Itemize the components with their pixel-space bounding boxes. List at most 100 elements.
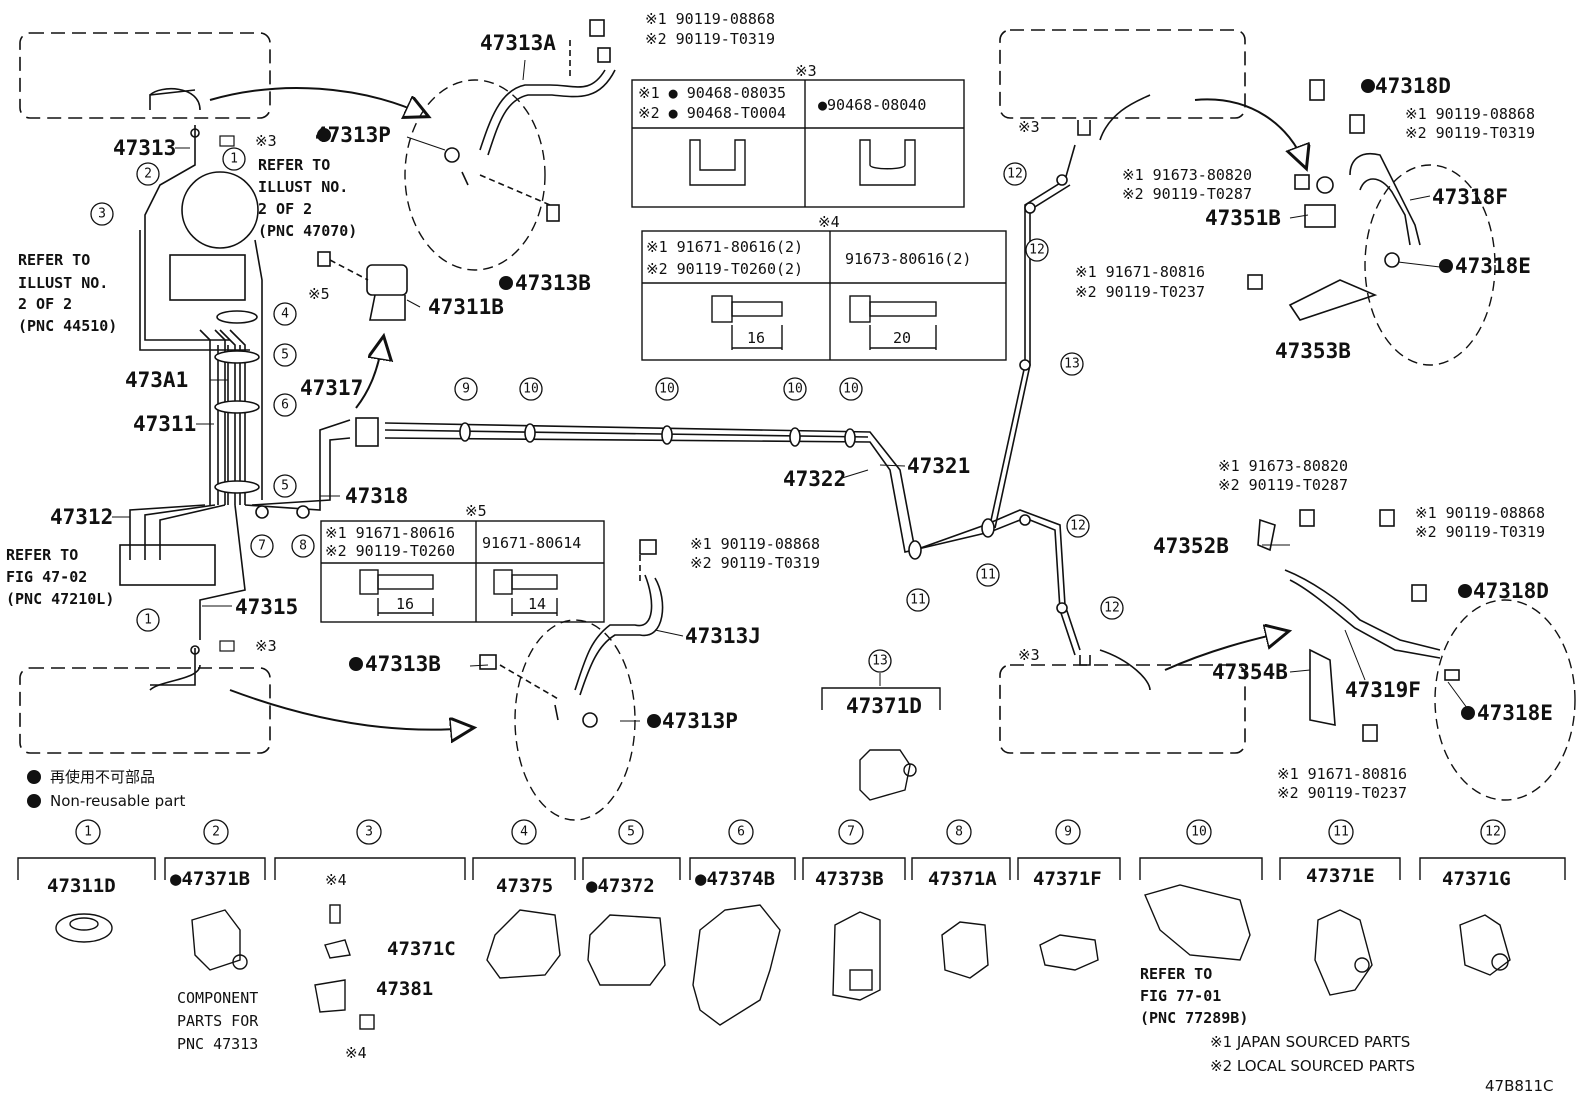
table4-dim-right: 20 [893,329,911,347]
pressure-unit [119,544,216,586]
component-part: ●47372 [586,875,655,897]
component-part: 47373B [815,868,884,890]
svg-text:1: 1 [144,613,152,628]
part-label: 47313B [365,652,441,676]
component-part: ●47374B [695,868,775,890]
abs-actuator [169,254,246,301]
bolt-note: ※1 90119-08868 [1415,504,1545,522]
part-label: 473A1 [125,368,188,392]
bolt-note: ※1 91673-80820 [1122,166,1252,184]
wheel-box-front-right [999,29,1246,119]
table4-left1: ※1 91671-80616(2) [646,238,803,256]
svg-text:1: 1 [230,152,238,167]
part-label: 47313J [685,624,761,648]
svg-text:REFER TO: REFER TO [258,156,330,174]
part-label: 47313P [662,709,738,733]
bolt-note: ※1 90119-08868 [645,10,775,28]
svg-text:4: 4 [281,307,289,322]
part-label: 47321 [907,454,970,478]
bolt-note: ※2 90119-T0287 [1122,185,1252,203]
table4-left2: ※2 90119-T0260(2) [646,260,803,278]
component-parts-note: COMPONENT PARTS FOR PNC 47313 [177,989,259,1053]
note4-mark: ※4 [345,1044,367,1062]
note5-mark: ※5 [308,285,330,303]
footnote-local: ※2 LOCAL SOURCED PARTS [1210,1057,1415,1075]
svg-text:PARTS FOR: PARTS FOR [177,1012,259,1030]
svg-text:12: 12 [1007,167,1023,182]
part-label: 47317 [300,376,363,400]
table3-mark: ※3 [795,62,817,80]
diagram-code: 47B811C [1485,1077,1553,1095]
refer-fig-47-02: REFER TO FIG 47-02 (PNC 47210L) [6,546,114,608]
part-label: 47352B [1153,534,1229,558]
svg-text:9: 9 [462,382,470,397]
svg-text:(PNC 77289B): (PNC 77289B) [1140,1009,1248,1027]
table4-dim-left: 16 [747,329,765,347]
refer-top-left: REFER TO ILLUST NO. 2 OF 2 (PNC 44510) [18,251,117,335]
bolt-note: ※1 90119-08868 [1405,105,1535,123]
component-part: 47371C [387,938,456,960]
svg-text:(PNC 44510): (PNC 44510) [18,317,117,335]
svg-text:REFER TO: REFER TO [18,251,90,269]
bolt-note: ※2 90119-T0237 [1277,784,1407,802]
wheel-box-rear-left [19,667,271,754]
bolt-note: ※2 90119-T0319 [690,554,820,572]
wheel-box-front-left [19,32,271,119]
component-part: ●47371B [170,868,250,890]
arrow-47311b [355,340,383,409]
table5-left1: ※1 91671-80616 [325,524,455,542]
svg-text:REFER TO: REFER TO [1140,965,1212,983]
component-part: 47381 [376,978,433,1000]
table3-right: ●90468-08040 [818,96,926,114]
table5-left2: ※2 90119-T0260 [325,542,455,560]
svg-text:10: 10 [787,382,803,397]
svg-text:11: 11 [1333,825,1349,840]
part-label: 47318E [1477,701,1553,725]
svg-text:13: 13 [1064,357,1080,372]
part-label: 47313A [480,31,556,55]
bolt-note: ※2 90119-T0319 [1405,124,1535,142]
svg-text:2 OF 2: 2 OF 2 [258,200,312,218]
svg-text:11: 11 [910,593,926,608]
svg-text:5: 5 [281,479,289,494]
svg-text:FIG 47-02: FIG 47-02 [6,568,87,586]
component-brackets [17,857,1566,880]
footnote-japan: ※1 JAPAN SOURCED PARTS [1210,1033,1410,1051]
part-label: 47313 [113,136,176,160]
part-label: 47315 [235,595,298,619]
part-label: 47318E [1455,254,1531,278]
detail-circle-front-left [404,79,546,271]
table5-mark: ※5 [465,502,487,520]
bolt-note: ※1 91673-80820 [1218,457,1348,475]
svg-text:ILLUST NO.: ILLUST NO. [258,178,348,196]
table5-dim-right: 14 [528,595,546,613]
component-part: 47371G [1442,868,1511,890]
table3-row2: ※2 ● 90468-T0004 [638,104,786,122]
svg-text:2: 2 [144,167,152,182]
part-label: 47312 [50,505,113,529]
arrow-rear-right [1164,632,1285,671]
wheel-box-rear-right [999,664,1246,754]
bolt-note: ※2 90119-T0237 [1075,283,1205,301]
bolt-note: ※1 91671-80816 [1075,263,1205,281]
part-label: 47354B [1212,660,1288,684]
refer-fig-77-01: REFER TO FIG 77-01 (PNC 77289B) [1140,965,1248,1027]
svg-text:6: 6 [737,825,745,840]
svg-text:10: 10 [523,382,539,397]
legend-jp: 再使用不可部品 [50,768,155,786]
svg-text:REFER TO: REFER TO [6,546,78,564]
svg-text:10: 10 [843,382,859,397]
svg-text:8: 8 [955,825,963,840]
svg-text:7: 7 [258,539,266,554]
part-label: 47318D [1375,74,1451,98]
part-label: 47318 [345,484,408,508]
svg-text:10: 10 [1191,825,1207,840]
svg-text:13: 13 [872,654,888,669]
note3-mark: ※3 [255,132,277,150]
table4-right: 91673-80616(2) [845,250,971,268]
svg-text:3: 3 [98,207,106,222]
svg-text:10: 10 [659,382,675,397]
table-note3 [631,79,965,208]
